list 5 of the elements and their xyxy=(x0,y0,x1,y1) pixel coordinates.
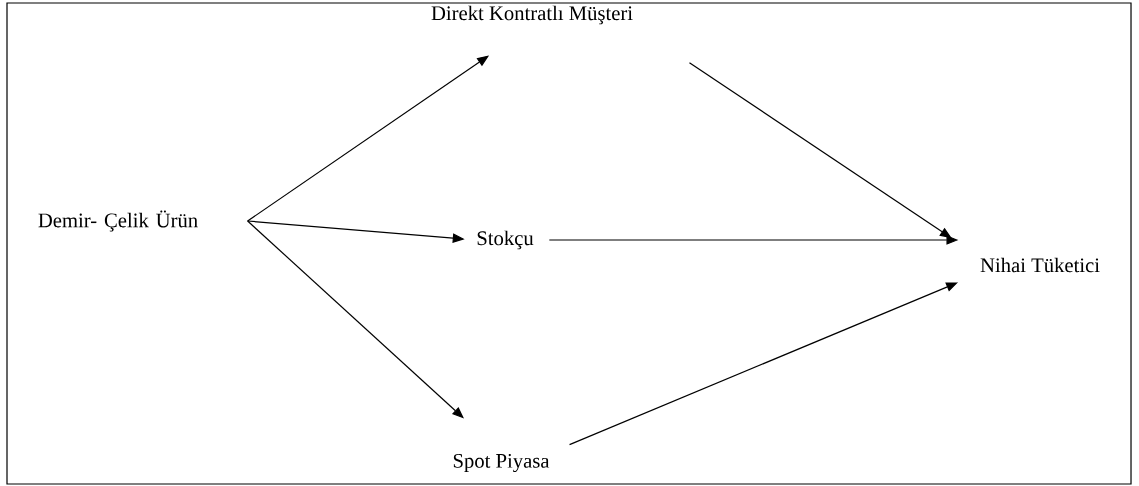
node-label: Spot Piyasa xyxy=(453,453,550,473)
node-label: Direkt Kontratlı Müşteri xyxy=(431,5,633,25)
node-label: Stokçu xyxy=(477,230,534,250)
node-label: Nihai Tüketici xyxy=(980,257,1100,273)
node-label: Demir- Çelik Ürün xyxy=(38,210,198,232)
